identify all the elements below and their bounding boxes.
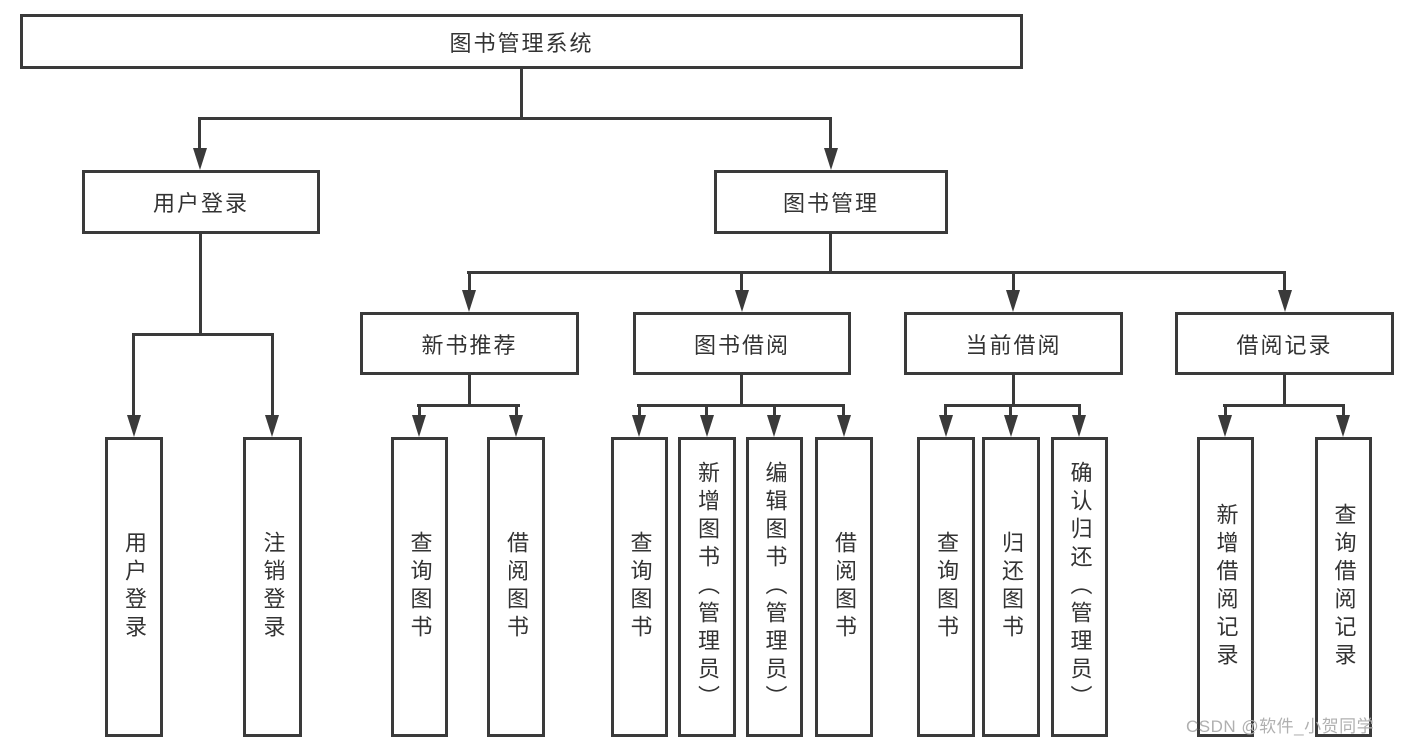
leaf-edit-books-admin: 编辑图书（管理员） <box>746 437 803 737</box>
arrow-to-user-login <box>193 148 207 170</box>
arrow-to-book-management <box>824 148 838 170</box>
arrow-to-query-record <box>1336 415 1350 437</box>
arrow-to-confirm-return <box>1072 415 1086 437</box>
connector-book-management-bar <box>467 271 1286 274</box>
arrow-to-book-borrowing <box>735 290 749 312</box>
leaf-borrow-books-recommend: 借阅图书 <box>487 437 545 737</box>
node-book-borrowing: 图书借阅 <box>633 312 851 375</box>
node-new-book-recommendation: 新书推荐 <box>360 312 579 375</box>
arrow-to-add-record <box>1218 415 1232 437</box>
connector-borrowing-records-stem <box>1283 375 1286 407</box>
connector-book-management-stem <box>829 234 832 274</box>
leaf-query-books-recommend: 查询图书 <box>391 437 448 737</box>
leaf-user-login: 用户登录 <box>105 437 163 737</box>
connector-drop-book-borrowing <box>740 271 743 293</box>
leaf-query-books-borrowing: 查询图书 <box>611 437 668 737</box>
connector-drop-current-borrowing <box>1012 271 1015 293</box>
connector-drop-return-books <box>1009 404 1012 418</box>
connector-drop-add-books <box>705 404 708 418</box>
leaf-query-books-current: 查询图书 <box>917 437 975 737</box>
connector-drop-confirm-return <box>1078 404 1081 418</box>
arrow-to-leaf-user-login <box>127 415 141 437</box>
connector-drop-query-record <box>1342 404 1345 418</box>
arrow-to-current-borrowing <box>1006 290 1020 312</box>
arrow-to-add-books <box>700 415 714 437</box>
arrow-to-leaf-logout <box>265 415 279 437</box>
connector-drop-borrow-books-1 <box>515 404 518 418</box>
connector-drop-leaf-user-login <box>132 333 135 418</box>
node-current-borrowing: 当前借阅 <box>904 312 1123 375</box>
arrow-to-borrow-books-2 <box>837 415 851 437</box>
connector-new-book-stem <box>468 375 471 407</box>
connector-drop-borrowing-records <box>1283 271 1286 293</box>
connector-user-login-stem <box>199 234 202 335</box>
arrow-to-query-books-1 <box>412 415 426 437</box>
arrow-to-query-books-2 <box>632 415 646 437</box>
connector-drop-borrow-books-2 <box>842 404 845 418</box>
leaf-return-books: 归还图书 <box>982 437 1040 737</box>
connector-drop-add-record <box>1224 404 1227 418</box>
arrow-to-return-books <box>1004 415 1018 437</box>
leaf-query-borrow-record: 查询借阅记录 <box>1315 437 1372 737</box>
connector-drop-new-book <box>468 271 471 293</box>
connector-drop-query-books-3 <box>944 404 947 418</box>
node-user-login: 用户登录 <box>82 170 320 234</box>
csdn-watermark: CSDN @软件_小贺同学 <box>1186 717 1375 736</box>
leaf-add-books-admin: 新增图书（管理员） <box>678 437 736 737</box>
connector-user-login-bar <box>132 333 274 336</box>
connector-drop-leaf-logout <box>271 333 274 418</box>
node-borrowing-records: 借阅记录 <box>1175 312 1394 375</box>
connector-new-book-bar <box>417 404 520 407</box>
leaf-confirm-return-admin: 确认归还（管理员） <box>1051 437 1108 737</box>
connector-drop-user-login <box>198 117 201 150</box>
connector-borrowing-records-bar <box>1223 404 1345 407</box>
arrow-to-borrow-books-1 <box>509 415 523 437</box>
connector-root-bar <box>198 117 832 120</box>
connector-current-borrowing-stem <box>1012 375 1015 407</box>
connector-book-borrowing-stem <box>740 375 743 407</box>
arrow-to-edit-books <box>767 415 781 437</box>
connector-drop-query-books-2 <box>638 404 641 418</box>
connector-root-stem <box>520 69 523 119</box>
leaf-add-borrow-record: 新增借阅记录 <box>1197 437 1254 737</box>
arrow-to-query-books-3 <box>939 415 953 437</box>
connector-drop-edit-books <box>773 404 776 418</box>
leaf-logout: 注销登录 <box>243 437 302 737</box>
arrow-to-new-book <box>462 290 476 312</box>
connector-drop-book-management <box>829 117 832 150</box>
leaf-borrow-books-borrowing: 借阅图书 <box>815 437 873 737</box>
node-book-management-system: 图书管理系统 <box>20 14 1023 69</box>
connector-book-borrowing-bar <box>637 404 845 407</box>
node-book-management: 图书管理 <box>714 170 948 234</box>
arrow-to-borrowing-records <box>1278 290 1292 312</box>
connector-current-borrowing-bar <box>944 404 1081 407</box>
connector-drop-query-books-1 <box>418 404 421 418</box>
